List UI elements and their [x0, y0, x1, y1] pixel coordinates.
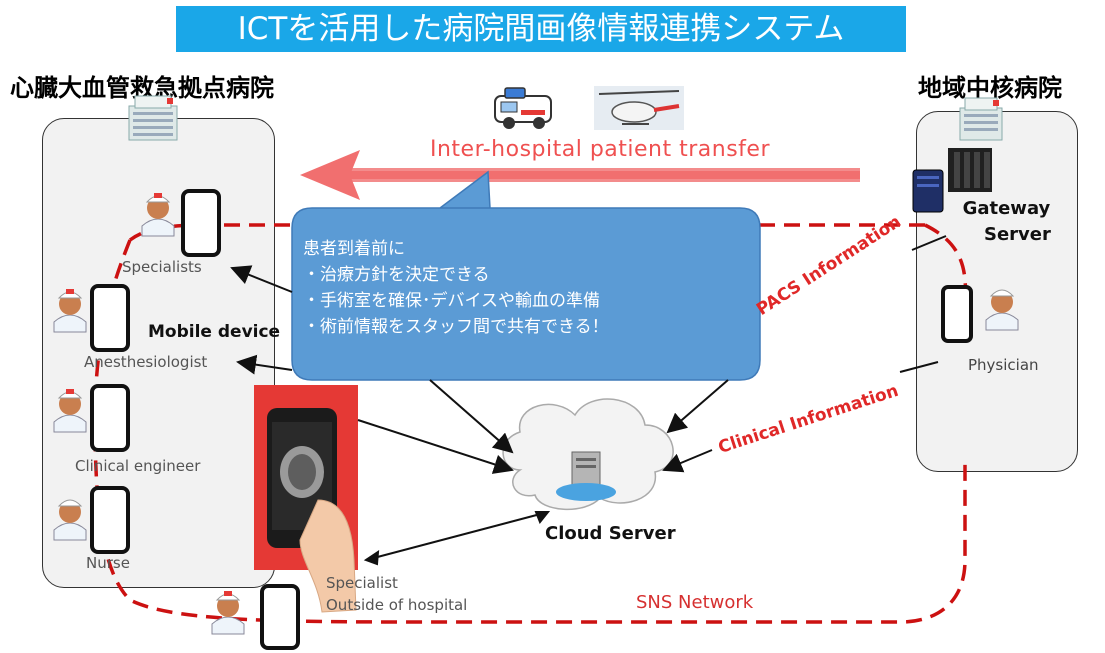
callout-line: ・手術室を確保･デバイスや輸血の準備	[303, 291, 600, 311]
cloud-server-label: Cloud Server	[545, 523, 676, 544]
sns-network-loop	[93, 223, 968, 624]
gateway-server-label: Gateway Server	[962, 196, 1051, 248]
gateway-label-line: Server	[984, 224, 1051, 245]
callout-line: ・術前情報をスタッフ間で共有できる！	[303, 317, 609, 337]
role-clinical-engineer: Clinical engineer	[75, 457, 201, 475]
right-hospital-title: 地域中核病院	[918, 74, 1062, 102]
connector-arrows	[230, 235, 947, 566]
gateway-server-icon	[912, 148, 992, 213]
helicopter-icon	[594, 86, 684, 130]
title-banner: ICTを活用した病院間画像情報連携システム	[176, 6, 906, 52]
outside-specialist-label: Specialist Outside of hospital	[326, 572, 467, 616]
ambulance-icon	[494, 87, 552, 129]
role-anesthesiologist: Anesthesiologist	[84, 353, 208, 371]
callout-line: ・治療方針を決定できる	[303, 265, 490, 285]
sns-network-label: SNS Network	[636, 592, 754, 613]
outside-label-line: Outside of hospital	[326, 596, 468, 614]
role-physician: Physician	[968, 356, 1039, 374]
cloud-server-icon	[502, 398, 674, 510]
left-hospital-building-icon	[128, 95, 178, 141]
outside-label-line: Specialist	[326, 574, 398, 592]
right-hospital-building-icon	[959, 97, 1003, 141]
role-specialists: Specialists	[122, 258, 202, 276]
phone-icons	[90, 189, 973, 650]
transfer-arrow	[300, 150, 860, 200]
role-nurse: Nurse	[86, 554, 130, 572]
callout-text: 患者到着前に ・治療方針を決定できる ・手術室を確保･デバイスや輸血の準備 ・術…	[303, 236, 609, 340]
phone-with-brain-scan	[267, 408, 357, 613]
mobile-device-label: Mobile device	[148, 322, 281, 342]
transfer-label: Inter-hospital patient transfer	[430, 137, 770, 162]
callout-bubble	[291, 170, 761, 381]
gateway-label-line: Gateway	[962, 198, 1051, 219]
callout-line: 患者到着前に	[303, 239, 405, 259]
staff-person-icons	[53, 193, 1019, 635]
